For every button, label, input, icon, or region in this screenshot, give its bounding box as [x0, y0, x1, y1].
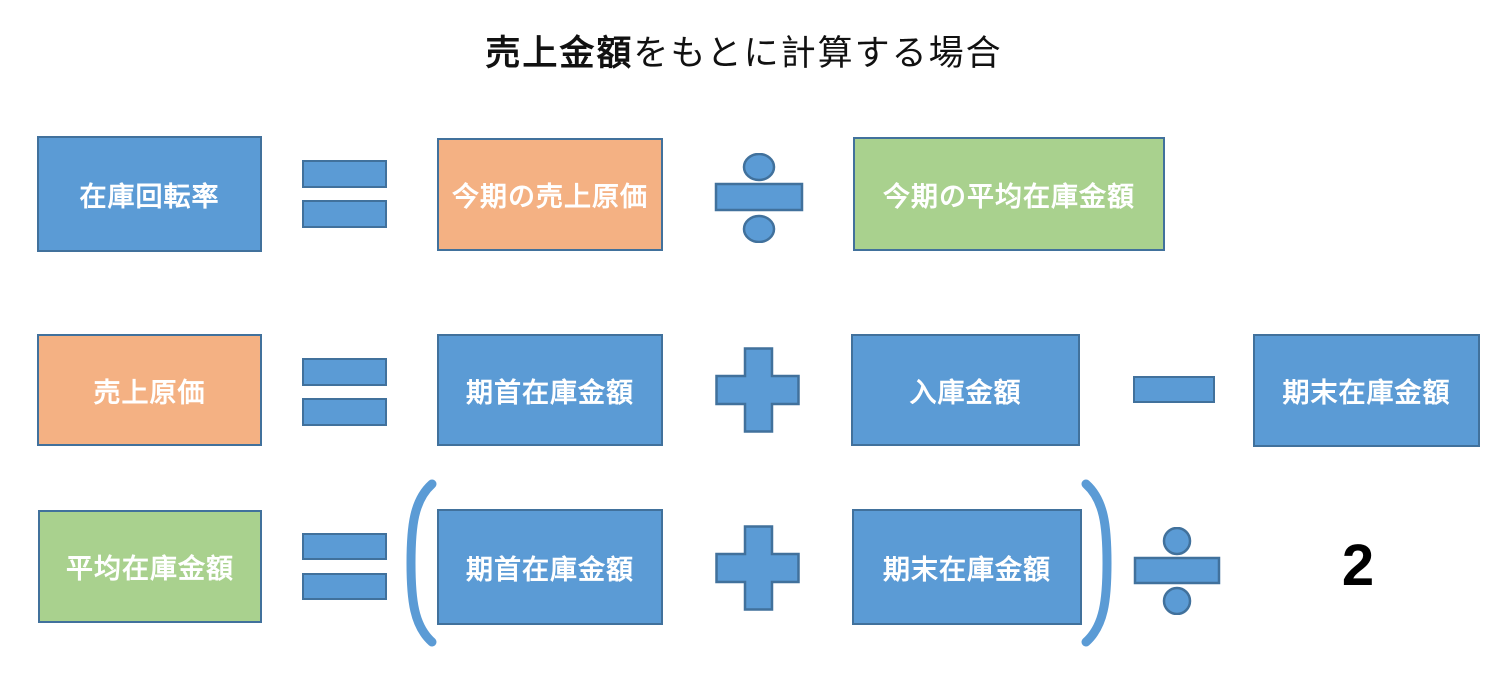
box-label: 今期の売上原価: [452, 182, 648, 212]
plus-icon: [715, 347, 800, 433]
box-label: 期首在庫金額: [466, 554, 634, 585]
box-average-inventory: 平均在庫金額: [38, 510, 262, 623]
title-emphasis: 売上金額: [485, 34, 634, 73]
minus-icon: [1133, 376, 1215, 403]
box-ending-inventory: 期末在庫金額: [1253, 334, 1480, 447]
page-title: 売上金額をもとに計算する場合: [0, 30, 1488, 78]
box-ending-inventory: 期末在庫金額: [852, 509, 1082, 625]
box-label: 在庫回転率: [79, 181, 220, 212]
close-paren-icon: [1081, 479, 1112, 647]
box-label: 平均在庫金額: [66, 554, 234, 584]
divide-icon: [714, 153, 804, 243]
box-label: 期末在庫金額: [1282, 378, 1451, 408]
box-inventory-turnover: 在庫回転率: [37, 136, 262, 252]
equals-icon: [302, 533, 387, 560]
box-inbound-amount: 入庫金額: [851, 334, 1080, 446]
box-beginning-inventory: 期首在庫金額: [437, 509, 663, 625]
equals-icon: [302, 573, 387, 600]
box-beginning-inventory: 期首在庫金額: [437, 334, 663, 446]
box-label: 期末在庫金額: [883, 554, 1051, 585]
equals-icon: [302, 160, 387, 188]
box-label: 入庫金額: [909, 377, 1022, 408]
box-label: 期首在庫金額: [466, 377, 634, 408]
box-cogs: 売上原価: [37, 334, 262, 446]
title-rest: をもとに計算する場合: [633, 34, 1003, 73]
divisor-two: 2: [1341, 533, 1375, 598]
divide-icon: [1133, 527, 1221, 615]
box-label: 売上原価: [93, 377, 206, 408]
open-paren-icon: [406, 479, 437, 647]
box-current-cogs: 今期の売上原価: [437, 138, 663, 251]
equals-icon: [302, 398, 387, 426]
box-current-average-inventory: 今期の平均在庫金額: [853, 137, 1165, 251]
plus-icon: [715, 525, 800, 611]
equals-icon: [302, 200, 387, 228]
equals-icon: [302, 358, 387, 386]
box-label: 今期の平均在庫金額: [883, 181, 1135, 212]
